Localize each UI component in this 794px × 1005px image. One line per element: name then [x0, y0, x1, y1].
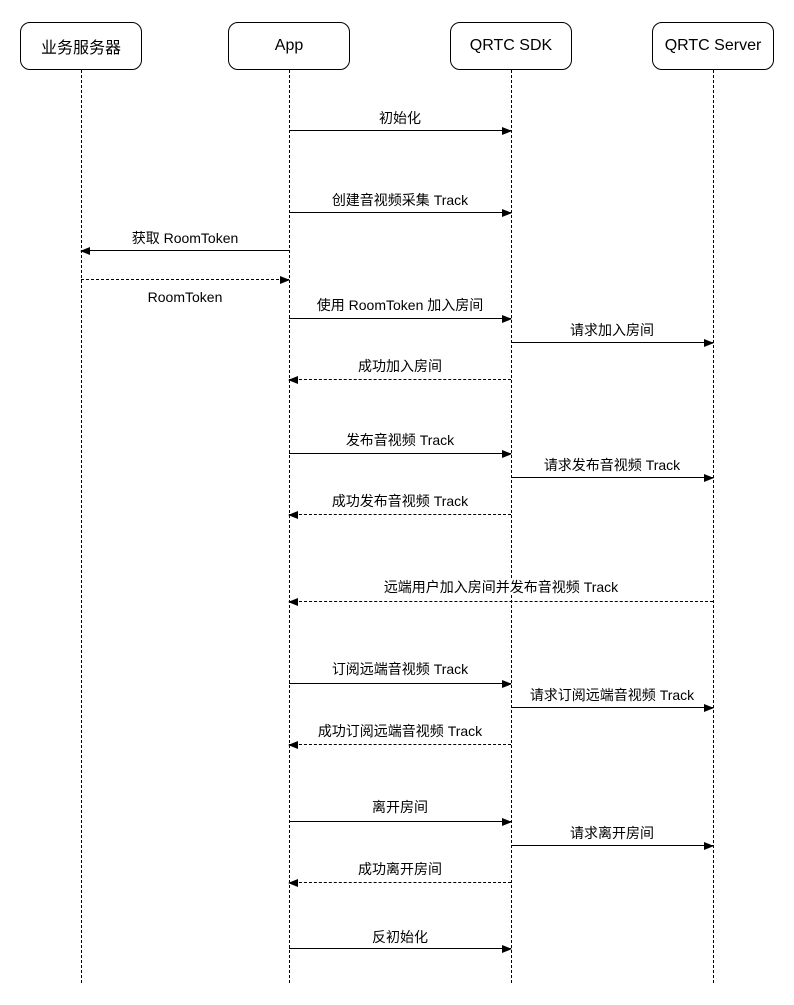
lifeline-business-server: [81, 70, 82, 983]
message-init-label: 初始化: [377, 110, 423, 126]
message-deinit-arrow: [289, 945, 512, 953]
message-request-publish-arrow: [511, 474, 714, 482]
message-roomtoken-arrow: [81, 276, 290, 284]
message-join-success-label: 成功加入房间: [356, 358, 444, 374]
message-init-arrow: [289, 127, 512, 135]
message-join-room-arrow: [289, 315, 512, 323]
message-get-roomtoken-label: 获取 RoomToken: [129, 230, 241, 246]
message-leave-success-arrow: [288, 879, 511, 887]
message-get-roomtoken-arrow: [80, 247, 289, 255]
message-request-leave-label: 请求离开房间: [568, 825, 656, 841]
message-leave-label: 离开房间: [370, 799, 430, 815]
message-deinit-label: 反初始化: [370, 929, 430, 945]
message-request-publish-label: 请求发布音视频 Track: [541, 457, 683, 473]
message-create-track-label: 创建音视频采集 Track: [329, 192, 471, 208]
message-publish-arrow: [289, 450, 512, 458]
lifeline-qrtc-sdk: [511, 70, 512, 983]
actor-business-server: 业务服务器: [20, 22, 142, 70]
message-request-join-arrow: [511, 339, 714, 347]
message-request-join-label: 请求加入房间: [568, 322, 656, 338]
message-subscribe-success-label: 成功订阅远端音视频 Track: [315, 723, 485, 739]
message-join-room-label: 使用 RoomToken 加入房间: [314, 297, 486, 313]
lifeline-app: [289, 70, 290, 983]
message-publish-success-arrow: [288, 511, 511, 519]
message-join-success-arrow: [288, 376, 511, 384]
message-subscribe-label: 订阅远端音视频 Track: [329, 661, 471, 677]
actor-qrtc-server: QRTC Server: [652, 22, 774, 70]
message-leave-success-label: 成功离开房间: [356, 861, 444, 877]
message-publish-success-label: 成功发布音视频 Track: [329, 493, 471, 509]
message-subscribe-success-arrow: [288, 741, 511, 749]
message-request-leave-arrow: [511, 842, 714, 850]
message-subscribe-arrow: [289, 680, 512, 688]
message-remote-join-arrow: [288, 598, 713, 606]
message-roomtoken-label: RoomToken: [145, 289, 225, 305]
actor-qrtc-sdk: QRTC SDK: [450, 22, 572, 70]
message-create-track-arrow: [289, 209, 512, 217]
actor-app: App: [228, 22, 350, 70]
message-request-subscribe-arrow: [511, 704, 714, 712]
lifeline-qrtc-server: [713, 70, 714, 983]
message-publish-label: 发布音视频 Track: [343, 432, 457, 448]
message-remote-join-label: 远端用户加入房间并发布音视频 Track: [381, 579, 621, 595]
message-request-subscribe-label: 请求订阅远端音视频 Track: [527, 687, 697, 703]
message-leave-arrow: [289, 818, 512, 826]
